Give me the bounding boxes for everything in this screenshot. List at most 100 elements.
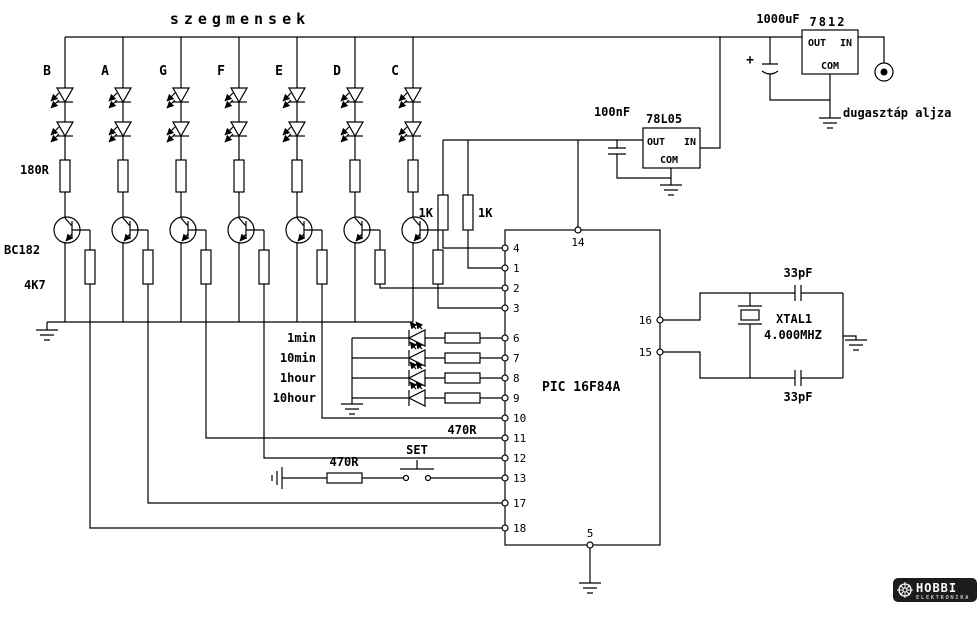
reg-in-label: IN <box>840 38 852 49</box>
time-row-label: 1hour <box>280 371 316 385</box>
segment-label-g: G <box>159 64 167 79</box>
pin-number: 5 <box>587 527 594 540</box>
resistor-470r-body <box>326 472 363 484</box>
pin-number: 14 <box>571 236 585 249</box>
segment-column <box>341 37 385 322</box>
pin-circle <box>501 394 509 402</box>
pin-number: 1 <box>513 262 520 275</box>
pin-number: 13 <box>513 472 526 485</box>
segment-letter-labels: B A G F E D C <box>43 64 399 79</box>
crystal-frequency-label: 4.000MHZ <box>764 328 822 342</box>
resistor-1k-body <box>462 194 474 231</box>
reg-com-label: COM <box>821 61 839 72</box>
reg-in-label: IN <box>684 137 696 148</box>
pin-circle <box>501 264 509 272</box>
mcu-ground <box>578 548 602 594</box>
segment-label-a: A <box>101 64 109 79</box>
reg-com-label: COM <box>660 155 678 166</box>
pin-number: 16 <box>639 314 652 327</box>
ground-icon <box>340 403 364 415</box>
supply-5v: 100nF 78L05 OUT IN COM <box>443 105 701 227</box>
reg-out-label: OUT <box>647 137 665 148</box>
pin-number: 10 <box>513 412 526 425</box>
regulator-78l05-label: 78L05 <box>646 112 682 126</box>
top-rail-wires <box>65 36 885 149</box>
time-led <box>409 382 425 406</box>
gear-hub <box>902 587 908 593</box>
pin-number: 7 <box>513 352 520 365</box>
ground-icon-rotated <box>271 466 283 490</box>
pin-circle <box>501 374 509 382</box>
ground-icon <box>844 339 868 351</box>
pin-circle <box>501 434 509 442</box>
pin-circle <box>501 474 509 482</box>
segment-label-e: E <box>275 64 283 79</box>
pin-circle <box>501 414 509 422</box>
resistor-1k-label: 1K <box>478 206 493 220</box>
capacitor-1000uf-label: 1000uF <box>756 12 799 26</box>
ground-icon <box>818 117 842 129</box>
pin-number: 8 <box>513 372 520 385</box>
pin-number: 3 <box>513 302 520 315</box>
resistor-4k7-label: 4K7 <box>24 278 46 292</box>
pin-circle <box>501 334 509 342</box>
button-terminal <box>402 474 410 482</box>
emitter-ground-bus <box>35 321 413 341</box>
capacitor-33pf-label: 33pF <box>784 390 813 404</box>
segment-column <box>51 37 95 322</box>
crystal-body <box>740 309 760 321</box>
dc-plug-center <box>880 68 888 76</box>
segment-column <box>167 37 211 322</box>
resistor-470r-label: 470R <box>448 423 478 437</box>
resistor-470r-body <box>444 352 481 364</box>
segment-label-c: C <box>391 64 399 79</box>
segment-column <box>225 37 269 322</box>
supply-12v: 1000uF + 7812 OUT IN COM dugasztáp aljza <box>746 12 951 129</box>
pin-circle <box>501 524 509 532</box>
pin-circle <box>501 284 509 292</box>
segment-routing-wires <box>89 284 502 529</box>
pin-number: 12 <box>513 452 526 465</box>
pin-number: 4 <box>513 242 520 255</box>
watermark-title: HOBBI <box>916 581 957 595</box>
resistor-470r-label: 470R <box>330 455 360 469</box>
resistor-1k-body <box>437 194 449 231</box>
pin-circle <box>656 316 664 324</box>
ground-icon <box>578 582 602 594</box>
pin-circle <box>574 226 582 234</box>
reg-out-label: OUT <box>808 38 826 49</box>
set-button-block: 470R SET <box>271 443 502 490</box>
pin-circle <box>586 541 594 549</box>
segment-column <box>399 37 443 322</box>
pin-circle <box>656 348 664 356</box>
plug-socket-label: dugasztáp aljza <box>843 106 951 120</box>
resistor-470r-body <box>444 332 481 344</box>
segment-label-b: B <box>43 64 51 79</box>
pin-number: 15 <box>639 346 652 359</box>
pin-number: 17 <box>513 497 526 510</box>
pin-number: 11 <box>513 432 526 445</box>
ground-icon <box>35 329 59 341</box>
pullup-resistors: 1K 1K <box>419 140 502 269</box>
time-row-label: 10hour <box>273 391 316 405</box>
ground-icon <box>659 184 683 196</box>
pin-circle <box>501 499 509 507</box>
pin-circle <box>501 304 509 312</box>
time-row-label: 1min <box>287 331 316 345</box>
watermark-badge: HOBBI ELEKTRONIKA <box>893 578 977 602</box>
pin-circle <box>501 354 509 362</box>
segment-column <box>283 37 327 322</box>
button-terminal <box>424 474 432 482</box>
pin-number: 6 <box>513 332 520 345</box>
segment-label-f: F <box>217 64 225 79</box>
regulator-7812-label: 7812 <box>810 15 847 29</box>
pin-circle <box>501 454 509 462</box>
segment-driver-columns <box>51 37 443 322</box>
segment-column <box>109 37 153 322</box>
capacitor-100nf-label: 100nF <box>594 105 630 119</box>
mcu-body <box>504 229 661 546</box>
regulator-78l05-body <box>642 127 701 169</box>
pin-number: 18 <box>513 522 526 535</box>
